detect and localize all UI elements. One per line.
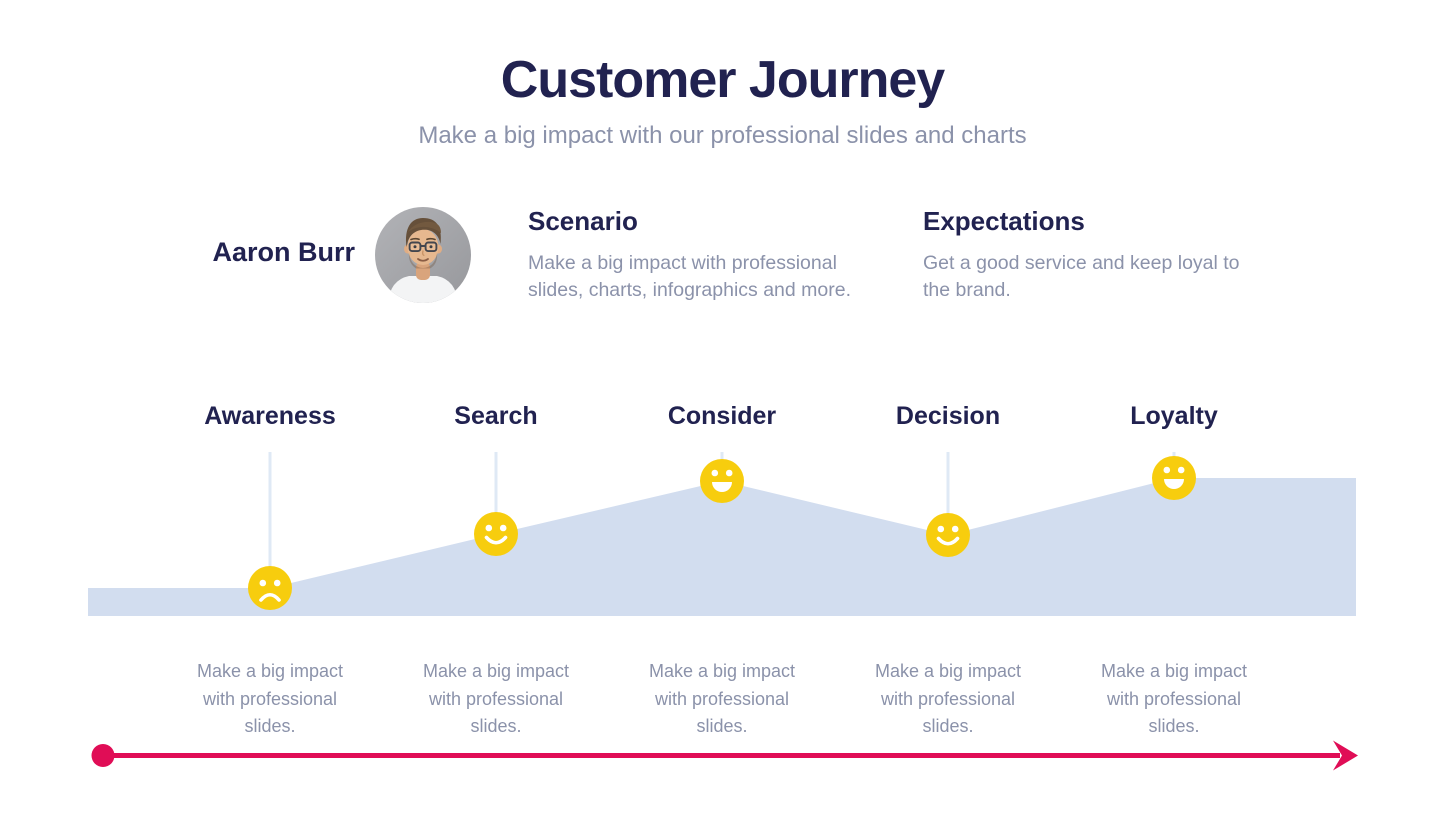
arrowhead-icon bbox=[1333, 740, 1358, 771]
expectations-block: Expectations Get a good service and keep… bbox=[923, 206, 1268, 305]
persona-name: Aaron Burr bbox=[212, 237, 355, 267]
stage-description: Make a big impact with professional slid… bbox=[422, 661, 570, 737]
smile-face-icon bbox=[474, 512, 518, 556]
smile-face-icon bbox=[926, 513, 970, 557]
stage-description: Make a big impact with professional slid… bbox=[874, 661, 1022, 737]
grin-face-icon bbox=[1152, 456, 1196, 500]
timeline-start-dot bbox=[91, 744, 115, 767]
scenario-block: Scenario Make a big impact with professi… bbox=[528, 206, 873, 305]
avatar bbox=[375, 207, 471, 303]
stage-label-loyalty: Loyalty bbox=[1130, 402, 1218, 430]
avatar-photo-icon bbox=[375, 207, 471, 303]
journey-area bbox=[88, 478, 1356, 616]
sad-face-icon bbox=[248, 566, 292, 610]
grin-face-icon bbox=[700, 459, 744, 503]
stage-description: Make a big impact with professional slid… bbox=[1100, 661, 1248, 737]
stage-description: Make a big impact with professional slid… bbox=[196, 661, 344, 737]
expectations-heading: Expectations bbox=[923, 206, 1085, 236]
stage-label-decision: Decision bbox=[895, 402, 1001, 430]
stage-label-awareness: Awareness bbox=[204, 402, 336, 430]
slide-header: Customer Journey Make a big impact with … bbox=[0, 50, 1445, 150]
stage-description: Make a big impact with professional slid… bbox=[648, 661, 796, 737]
scenario-heading: Scenario bbox=[528, 206, 638, 236]
page-subtitle: Make a big impact with our professional … bbox=[418, 122, 1027, 149]
stage-label-consider: Consider bbox=[667, 402, 777, 430]
page-title: Customer Journey bbox=[500, 51, 945, 109]
scenario-text: Make a big impact with professional slid… bbox=[528, 252, 851, 302]
expectations-text: Get a good service and keep loyal to the… bbox=[923, 252, 1240, 302]
stage-label-search: Search bbox=[454, 402, 538, 430]
